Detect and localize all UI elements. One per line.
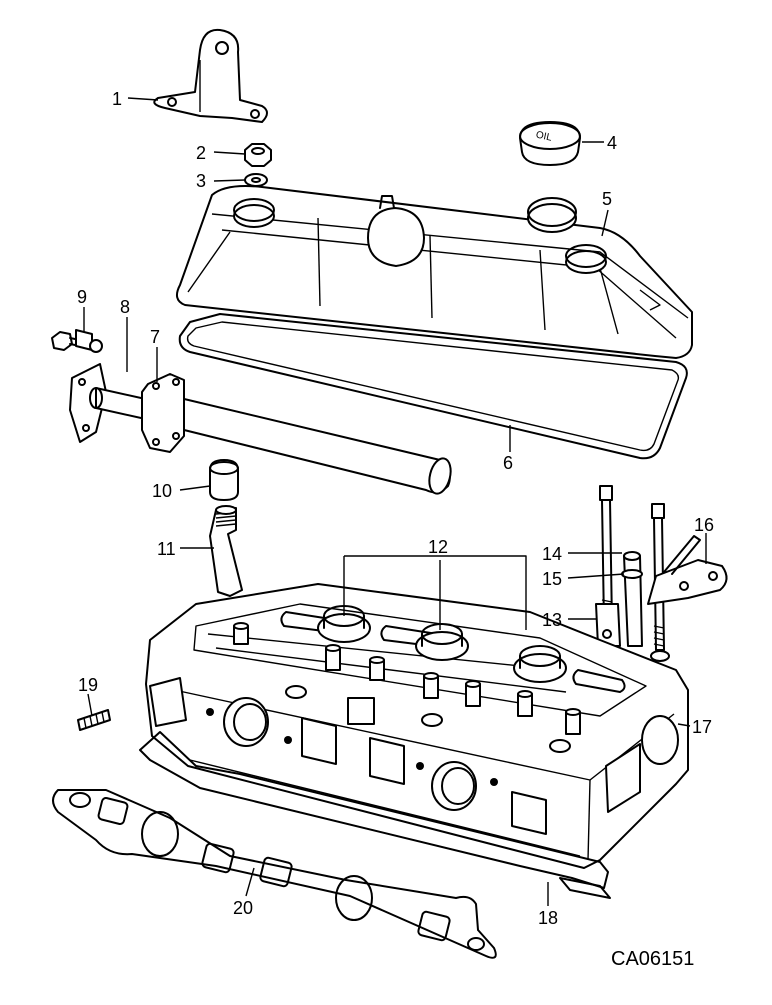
cylindrical-plug (209, 459, 239, 501)
head-gasket (559, 877, 611, 899)
pipe-with-flange (141, 373, 452, 495)
valve-rocker-cover (175, 185, 693, 359)
callout-18: 18 (538, 908, 558, 928)
clamp-plate (595, 603, 621, 647)
callout-12: 12 (428, 537, 448, 557)
spacer-washer (621, 569, 643, 579)
callout-8: 8 (120, 297, 130, 317)
cylinder-head (139, 583, 689, 889)
callout-7: 7 (150, 327, 160, 347)
callout-labels: 1 2 3 4 5 6 7 8 9 10 11 12 13 14 15 16 1… (77, 89, 714, 928)
leader-lines (83, 97, 707, 906)
threaded-stud (77, 709, 111, 731)
washer (244, 173, 268, 187)
lifting-bracket (153, 28, 268, 123)
callout-9: 9 (77, 287, 87, 307)
angle-bracket (647, 535, 728, 605)
spacer-tube (623, 551, 643, 647)
callout-20: 20 (233, 898, 253, 918)
callout-10: 10 (152, 481, 172, 501)
callout-13: 13 (542, 610, 562, 630)
small-bolt (51, 329, 103, 353)
callout-3: 3 (196, 171, 206, 191)
oil-filler-cap: OIL (519, 121, 581, 166)
cap-oil-text: OIL (535, 130, 553, 144)
callout-17: 17 (692, 717, 712, 737)
washer-lower (650, 650, 670, 662)
callout-4: 4 (607, 133, 617, 153)
callout-16: 16 (694, 515, 714, 535)
manifold-gasket (52, 789, 497, 959)
nut (244, 143, 272, 167)
threaded-sleeve (209, 505, 243, 597)
callout-1: 1 (112, 89, 122, 109)
callout-15: 15 (542, 569, 562, 589)
callout-2: 2 (196, 143, 206, 163)
callout-14: 14 (542, 544, 562, 564)
callout-5: 5 (602, 189, 612, 209)
callout-6: 6 (503, 453, 513, 473)
drawing-code: CA06151 (611, 948, 694, 970)
tube-with-flange (69, 363, 151, 443)
cover-gasket (178, 313, 688, 460)
callout-19: 19 (78, 675, 98, 695)
callout-11: 11 (157, 539, 176, 559)
